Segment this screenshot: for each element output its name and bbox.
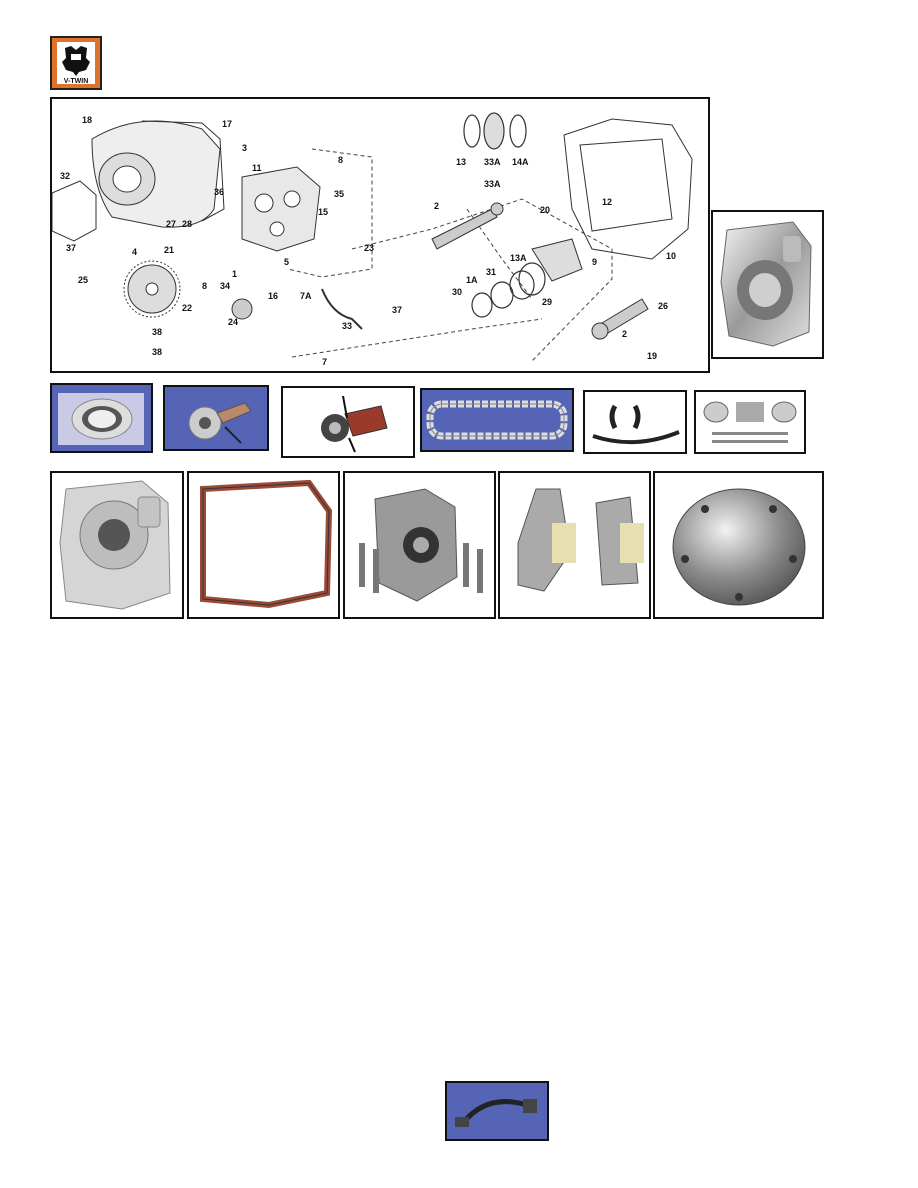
chrome-cam-cover-box[interactable]: [711, 210, 824, 359]
tensioner-shoe-photo: [321, 395, 388, 453]
callout-label: 8: [338, 155, 343, 165]
engine-icon: [57, 42, 95, 84]
callout-label: 2: [434, 201, 439, 211]
callout-label: 23: [364, 243, 374, 253]
oil-pump-drawing: [241, 166, 321, 252]
needle-bearing-kit-photo: [703, 401, 797, 443]
callout-label: 38: [152, 327, 162, 337]
callout-label: 4: [132, 247, 137, 257]
callout-label: 8: [202, 281, 207, 291]
cam-cover-gasket-box[interactable]: [187, 471, 340, 619]
callout-label: 13A: [510, 253, 527, 263]
callout-label: 33A: [484, 179, 501, 189]
crankcase-drawing: [563, 118, 693, 260]
cam-cover-gasket-photo: [200, 479, 333, 609]
callout-label: 3: [242, 143, 247, 153]
chain-guide-shoes-box[interactable]: [583, 390, 687, 454]
callout-label: 18: [82, 115, 92, 125]
callout-label: 9: [592, 257, 597, 267]
callout-label: 24: [228, 317, 238, 327]
callout-label: 35: [334, 189, 344, 199]
wire-harness-box[interactable]: [445, 1081, 549, 1141]
cam-cover-drawing: [91, 120, 225, 228]
cam-chain-photo: [426, 400, 568, 440]
roller-bearing-box[interactable]: [50, 383, 153, 453]
callout-label: 37: [392, 305, 402, 315]
cam-cover-raw-box[interactable]: [50, 471, 184, 619]
roller-bearing-photo: [58, 393, 144, 445]
needle-bearing-kit-box[interactable]: [694, 390, 806, 454]
callout-label: 11: [252, 163, 262, 173]
callout-label: 5: [284, 257, 289, 267]
chain-tensioner-box[interactable]: [163, 385, 269, 451]
tensioner-shoe-box[interactable]: [281, 386, 415, 458]
cam-plate-drawing: [531, 238, 583, 282]
chrome-point-cover-box[interactable]: [653, 471, 824, 619]
tensioner-arm-drawing: [321, 288, 363, 330]
callout-label: 7: [322, 357, 327, 367]
callout-label: 25: [78, 275, 88, 285]
cam-cover-raw-photo: [59, 480, 171, 610]
hydraulic-tensioner-pair-photo: [517, 488, 644, 592]
chain-tensioner-photo: [188, 402, 252, 444]
callout-label: 30: [452, 287, 462, 297]
callout-label: 31: [486, 267, 496, 277]
gear-drawing: [231, 298, 253, 320]
callout-label: 20: [540, 205, 550, 215]
oil-pump-box[interactable]: [343, 471, 496, 619]
callout-label: 34: [220, 281, 230, 291]
callout-label: 16: [268, 291, 278, 301]
callout-label: 37: [66, 243, 76, 253]
callout-label: 15: [318, 207, 328, 217]
callout-label: 29: [542, 297, 552, 307]
callout-label: 2: [622, 329, 627, 339]
gasket-drawing: [52, 180, 97, 242]
callout-label: 10: [666, 251, 676, 261]
hydraulic-tensioner-pair-box[interactable]: [498, 471, 651, 619]
bearings-drawing: [463, 112, 546, 318]
camshaft-drawing: [431, 202, 649, 340]
callout-label: 1A: [466, 275, 478, 285]
callout-label: 27: [166, 219, 176, 229]
callout-label: 14A: [512, 157, 529, 167]
callout-label: 38: [152, 347, 162, 357]
callout-label: 21: [164, 245, 174, 255]
callout-label: 22: [182, 303, 192, 313]
v-twin-logo: V-TWIN: [50, 36, 102, 90]
dashed-leaders: [287, 148, 613, 362]
callout-label: 26: [658, 301, 668, 311]
callout-label: 28: [182, 219, 192, 229]
callout-label: 32: [60, 171, 70, 181]
callout-label: 19: [647, 351, 657, 361]
oil-pump-photo: [359, 488, 483, 602]
chrome-point-cover-photo: [672, 488, 806, 606]
callout-label: 7A: [300, 291, 312, 301]
logo-text: V-TWIN: [63, 78, 89, 85]
callout-label: 12: [602, 197, 612, 207]
wire-harness-photo: [455, 1099, 537, 1127]
callout-label: 13: [456, 157, 466, 167]
callout-label: 33A: [484, 157, 501, 167]
callout-label: 36: [214, 187, 224, 197]
cam-chain-box[interactable]: [420, 388, 574, 452]
chain-guide-shoes-photo: [592, 404, 680, 445]
callout-label: 17: [222, 119, 232, 129]
callout-label: 33: [342, 321, 352, 331]
callout-label: 1: [232, 269, 237, 279]
chrome-cam-cover-photo: [720, 221, 812, 347]
sprocket-drawing: [123, 260, 181, 318]
